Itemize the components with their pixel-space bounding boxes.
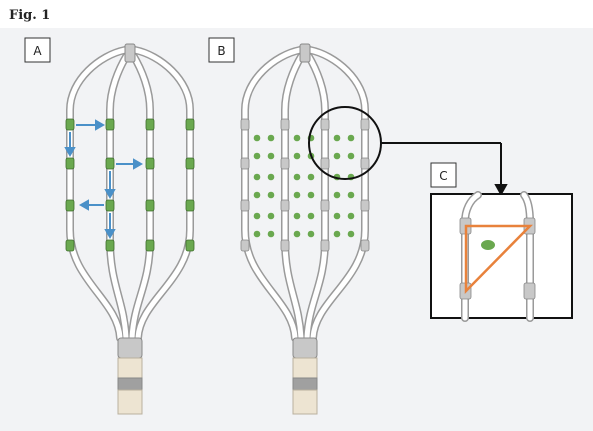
electrodes-b: [240, 118, 370, 252]
electrode: [105, 239, 115, 252]
basket-catheter-a: [64, 44, 195, 414]
electrode: [185, 157, 195, 170]
electrodes-a: [65, 118, 195, 252]
panel-label-a: A: [33, 44, 42, 58]
electrode: [185, 239, 195, 252]
electrode: [185, 118, 195, 131]
panel-c-inset: [430, 191, 573, 322]
panel-label-c: C: [439, 169, 447, 183]
bipole-arrows: [64, 119, 144, 240]
panel-label-b-box: B: [208, 37, 235, 63]
electrode: [105, 118, 115, 131]
zoom-connector: [381, 142, 508, 197]
figure-title: Fig. 1: [9, 8, 51, 23]
electrode: [65, 239, 75, 252]
virtual-electrode-dot: [481, 240, 495, 250]
electrode: [145, 239, 155, 252]
electrode: [65, 157, 75, 170]
virtual-electrodes: [253, 134, 355, 238]
electrode: [65, 199, 75, 212]
panel-label-a-box: A: [24, 37, 51, 63]
electrode: [65, 118, 75, 131]
electrode: [105, 157, 115, 170]
panel-label-c-box: C: [430, 162, 457, 188]
electrode: [145, 118, 155, 131]
zoom-circle: [308, 106, 382, 180]
electrode: [185, 199, 195, 212]
basket-catheter-b: [240, 44, 370, 414]
electrode: [105, 199, 115, 212]
electrode: [145, 157, 155, 170]
electrode: [145, 199, 155, 212]
panel-label-b: B: [217, 44, 225, 58]
interpolation-triangle: [464, 224, 533, 295]
